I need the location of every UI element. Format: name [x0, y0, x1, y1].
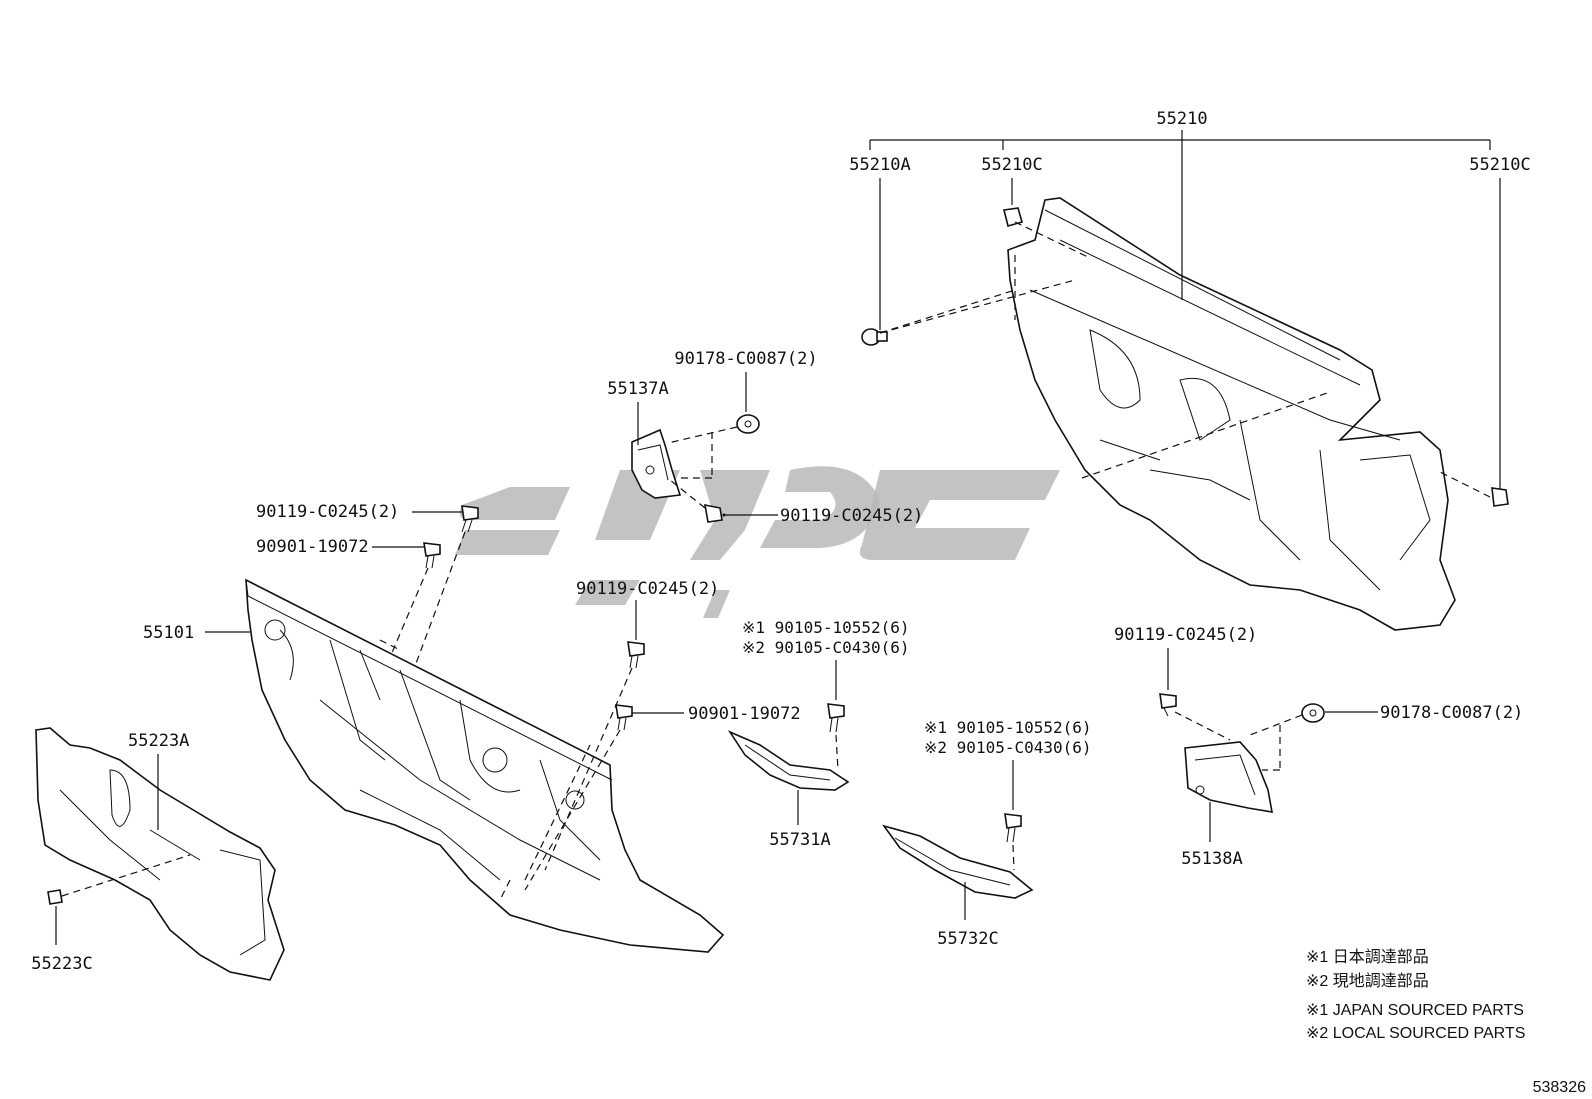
note-en1: ※1 JAPAN SOURCED PARTS	[1306, 1002, 1524, 1019]
part-55101-dash-panel	[245, 578, 725, 953]
label-55101: 55101	[143, 623, 194, 643]
clip-55210C-right	[1491, 487, 1509, 507]
label-90178-top: 90178-C0087(2)	[674, 349, 817, 369]
bolt-90105-a	[827, 703, 845, 733]
label-90901-left: 90901-19072	[256, 537, 369, 557]
label-55137A: 55137A	[607, 379, 668, 399]
watermark-logo	[455, 466, 1060, 618]
label-90105-b2: ※2 90105-C0430(6)	[924, 738, 1092, 757]
clip-90901-left	[423, 542, 441, 569]
label-55732C: 55732C	[937, 929, 998, 949]
clip-55223C	[47, 889, 63, 905]
label-55210: 55210	[1156, 109, 1207, 129]
label-90119-center: 90119-C0245(2)	[576, 579, 719, 599]
label-90119-mid: 90119-C0245(2)	[780, 506, 923, 526]
label-55210C-right: 55210C	[1469, 155, 1530, 175]
callout-55210: 55210 55210A 55210C 55210C	[849, 109, 1531, 490]
part-55137A-bracket	[631, 428, 682, 499]
bolt-90119-left	[461, 505, 479, 533]
label-90105-a2: ※2 90105-C0430(6)	[742, 638, 910, 657]
label-90105-a1: ※1 90105-10552(6)	[742, 618, 910, 637]
label-55223C: 55223C	[31, 954, 92, 974]
clip-90901-center	[615, 704, 633, 731]
clip-55210A	[861, 328, 888, 346]
nut-90178-right	[1301, 703, 1325, 723]
label-90178-right: 90178-C0087(2)	[1380, 703, 1523, 723]
nut-90178-top	[736, 414, 760, 434]
dashed-55210-attach	[879, 221, 1491, 498]
bolt-90105-b	[1004, 813, 1022, 843]
label-55223A: 55223A	[128, 731, 189, 751]
diagram-id: 538326	[1533, 1079, 1586, 1096]
bolt-90119-center	[627, 641, 645, 669]
note-jp2: ※2 現地調達部品	[1306, 972, 1429, 990]
part-55731A	[727, 730, 850, 791]
label-90105-b1: ※1 90105-10552(6)	[924, 718, 1092, 737]
bolt-90119-right	[1159, 693, 1177, 717]
label-55210A: 55210A	[849, 155, 910, 175]
clip-55210C-left	[1003, 207, 1023, 227]
label-90119-right: 90119-C0245(2)	[1114, 625, 1257, 645]
part-55138A-bracket	[1184, 741, 1273, 813]
bolt-90119-mid	[669, 479, 723, 523]
label-55210C-left: 55210C	[981, 155, 1042, 175]
label-90119-left: 90119-C0245(2)	[256, 502, 399, 522]
note-en2: ※2 LOCAL SOURCED PARTS	[1306, 1025, 1525, 1042]
part-55223A-insulator	[35, 727, 285, 981]
part-55732C	[882, 824, 1034, 899]
sourcing-notes: ※1 日本調達部品 ※2 現地調達部品 ※1 JAPAN SOURCED PAR…	[1306, 948, 1525, 1042]
label-90901-center: 90901-19072	[688, 704, 801, 724]
note-jp1: ※1 日本調達部品	[1306, 948, 1429, 966]
label-55731A: 55731A	[769, 830, 830, 850]
label-55138A: 55138A	[1181, 849, 1242, 869]
part-55210-dash-panel	[1007, 197, 1456, 631]
